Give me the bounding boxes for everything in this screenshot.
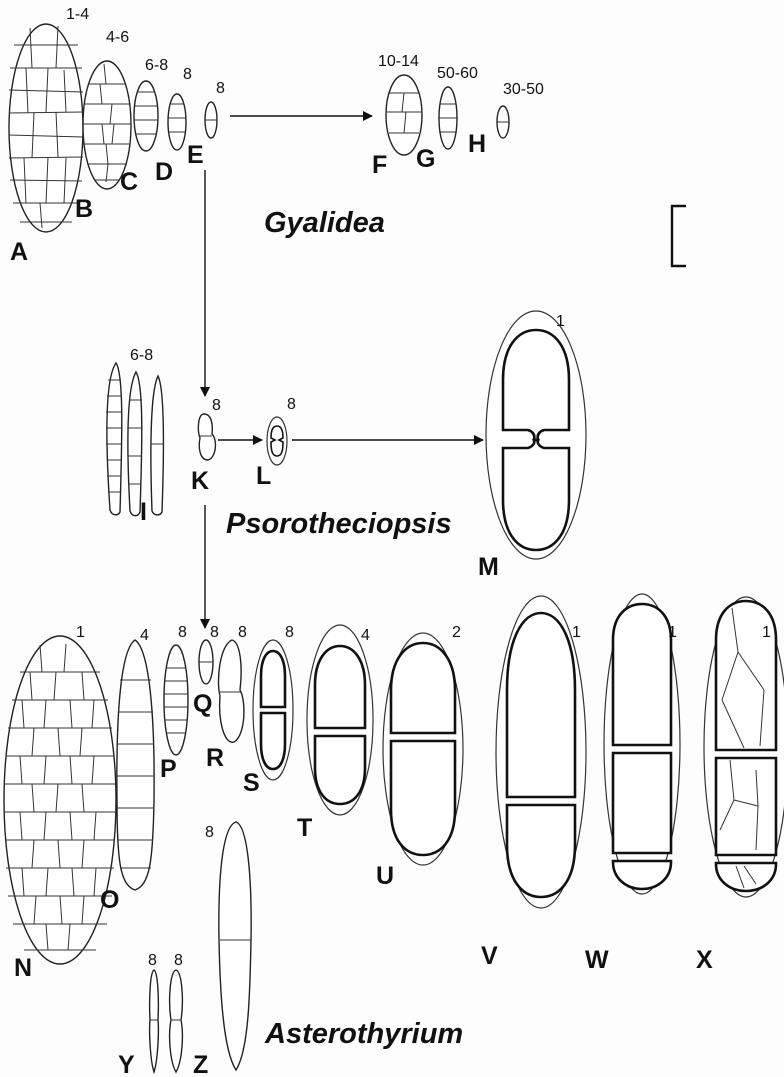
spore-m: [486, 311, 586, 559]
spore-d: [168, 94, 186, 150]
count-f: 10-14: [378, 53, 419, 70]
spore-o: [117, 640, 154, 890]
count-e: 8: [216, 80, 225, 97]
count-q: 8: [210, 624, 219, 641]
label-v: V: [481, 942, 498, 970]
count-m: 1: [556, 313, 565, 330]
spore-k: [198, 414, 215, 460]
label-i: I: [140, 498, 147, 526]
count-c: 6-8: [145, 57, 168, 74]
count-a: 1-4: [66, 6, 89, 23]
count-l: 8: [287, 396, 296, 413]
spore-p: [164, 645, 188, 755]
count-b: 4-6: [106, 29, 129, 46]
count-g: 50-60: [437, 65, 478, 82]
count-k: 8: [212, 397, 221, 414]
count-i: 6-8: [130, 347, 153, 364]
spore-f: [386, 75, 422, 155]
label-p: P: [160, 755, 177, 783]
count-r: 8: [238, 624, 247, 641]
label-b: B: [75, 195, 93, 223]
count-w: 1: [668, 624, 677, 641]
genus-psorotheciopsis: Psorotheciopsis: [226, 508, 452, 540]
label-k: K: [191, 467, 209, 495]
count-u: 2: [452, 624, 461, 641]
spore-v: [496, 596, 586, 908]
spore-z: [219, 822, 251, 1070]
spore-t: [307, 625, 373, 815]
count-p: 8: [178, 624, 187, 641]
scale-bar: [672, 206, 686, 266]
count-x: 1: [762, 624, 771, 641]
label-s: S: [243, 769, 260, 797]
label-m: M: [478, 553, 499, 581]
count-h: 30-50: [503, 81, 544, 98]
label-t: T: [297, 814, 312, 842]
count-v: 1: [572, 624, 581, 641]
label-x: X: [696, 946, 713, 974]
spore-e: [205, 102, 217, 138]
count-d: 8: [183, 66, 192, 83]
spore-q: [199, 640, 213, 684]
count-z: 8: [205, 824, 214, 841]
label-z: Z: [193, 1051, 208, 1077]
label-c: C: [120, 168, 138, 196]
count-n: 1: [76, 624, 85, 641]
label-e: E: [187, 141, 204, 169]
label-n: N: [14, 954, 32, 982]
count-t: 4: [361, 627, 370, 644]
label-y: Y: [118, 1051, 135, 1077]
spore-l: [267, 417, 287, 465]
label-o: O: [100, 886, 119, 914]
label-a: A: [10, 238, 28, 266]
spore-a: [9, 24, 83, 232]
spore-r: [219, 640, 244, 742]
label-d: D: [155, 158, 173, 186]
label-l: L: [256, 462, 271, 490]
spore-c: [134, 81, 158, 151]
spore-g: [439, 87, 457, 149]
spore-s: [253, 640, 293, 780]
count-y-right: 8: [174, 952, 183, 969]
label-w: W: [585, 946, 609, 974]
label-r: R: [206, 744, 224, 772]
count-o: 4: [140, 627, 149, 644]
spore-n: [4, 636, 116, 964]
label-h: H: [468, 130, 486, 158]
genus-asterothyrium: Asterothyrium: [264, 1018, 463, 1050]
spore-u: [383, 633, 463, 865]
label-g: G: [416, 145, 435, 173]
spore-y: [150, 970, 183, 1072]
genus-gyalidea: Gyalidea: [264, 207, 385, 239]
spore-h: [497, 106, 509, 138]
label-f: F: [372, 151, 387, 179]
spore-x: [704, 597, 784, 897]
spore-i: [106, 363, 164, 516]
label-u: U: [376, 862, 394, 890]
count-y-left: 8: [148, 952, 157, 969]
count-s: 8: [285, 624, 294, 641]
label-q: Q: [193, 690, 212, 718]
